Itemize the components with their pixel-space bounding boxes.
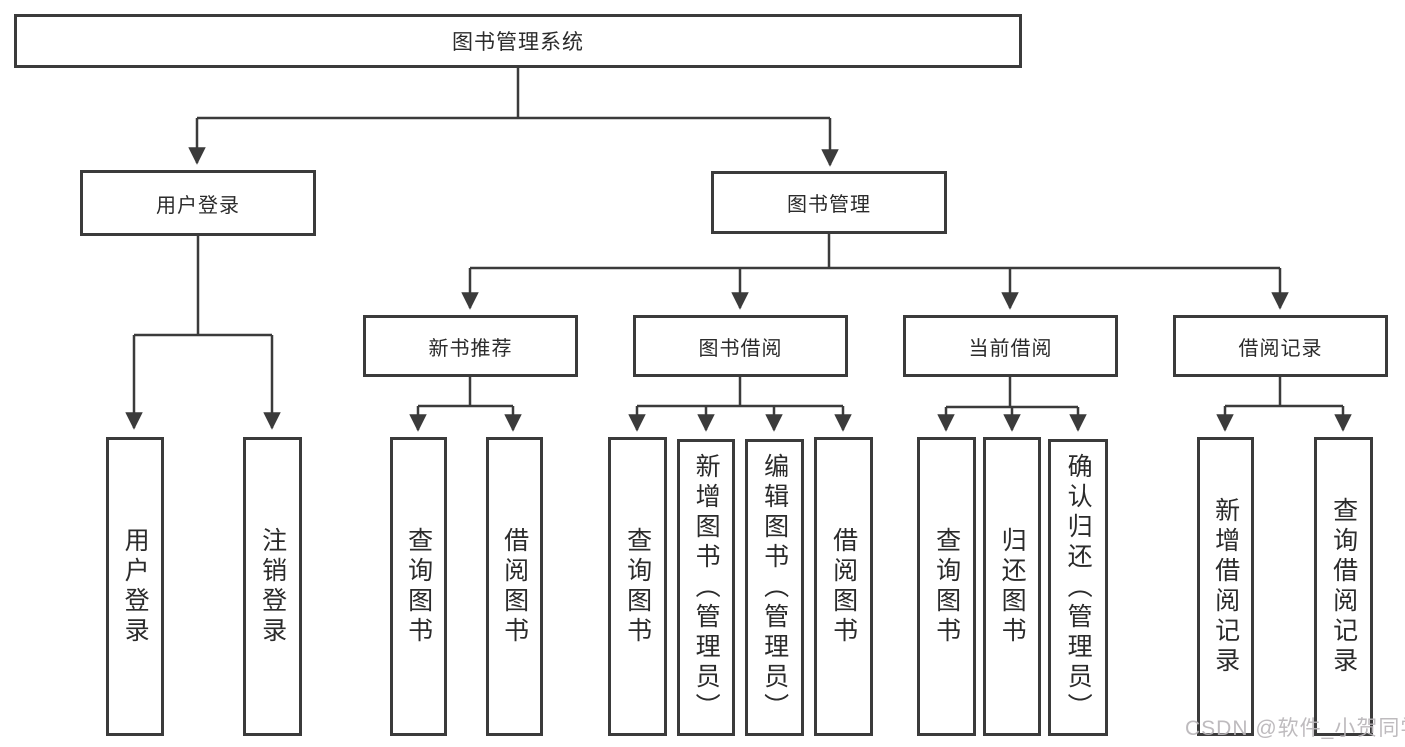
leaf-add-borrow-record: 新增借阅记录 (1197, 437, 1254, 736)
node-book-management: 图书管理 (711, 171, 947, 234)
connector-new-book (418, 377, 513, 408)
node-book-borrow: 图书借阅 (633, 315, 848, 377)
leaf-logout: 注销登录 (243, 437, 302, 736)
leaf-query-borrow-record: 查询借阅记录 (1314, 437, 1373, 736)
node-new-book-recommend: 新书推荐 (363, 315, 578, 377)
node-borrow-records: 借阅记录 (1173, 315, 1388, 377)
connector-user-login (134, 236, 272, 337)
leaf-query-book-1: 查询图书 (390, 437, 447, 736)
leaf-confirm-return-admin: 确认归还（管理员） (1048, 439, 1108, 736)
leaf-edit-book-admin: 编辑图书（管理员） (745, 439, 804, 736)
leaf-query-book-3: 查询图书 (917, 437, 976, 736)
connector-book-management (470, 234, 1280, 270)
leaf-query-book-2: 查询图书 (608, 437, 667, 736)
leaf-add-book-admin: 新增图书（管理员） (677, 439, 735, 736)
node-user-login: 用户登录 (80, 170, 316, 236)
connector-book-borrow (637, 377, 843, 408)
connector-borrow-records (1225, 377, 1343, 408)
node-current-borrow: 当前借阅 (903, 315, 1118, 377)
leaf-user-login: 用户登录 (106, 437, 164, 736)
leaf-borrow-book-1: 借阅图书 (486, 437, 543, 736)
leaf-borrow-book-2: 借阅图书 (814, 437, 873, 736)
leaf-return-book: 归还图书 (983, 437, 1041, 736)
connector-root (197, 68, 830, 120)
csdn-watermark: CSDN @软件_小贺同学 (1185, 717, 1405, 740)
node-library-management-system: 图书管理系统 (14, 14, 1022, 68)
connector-current-borrow (946, 377, 1078, 409)
